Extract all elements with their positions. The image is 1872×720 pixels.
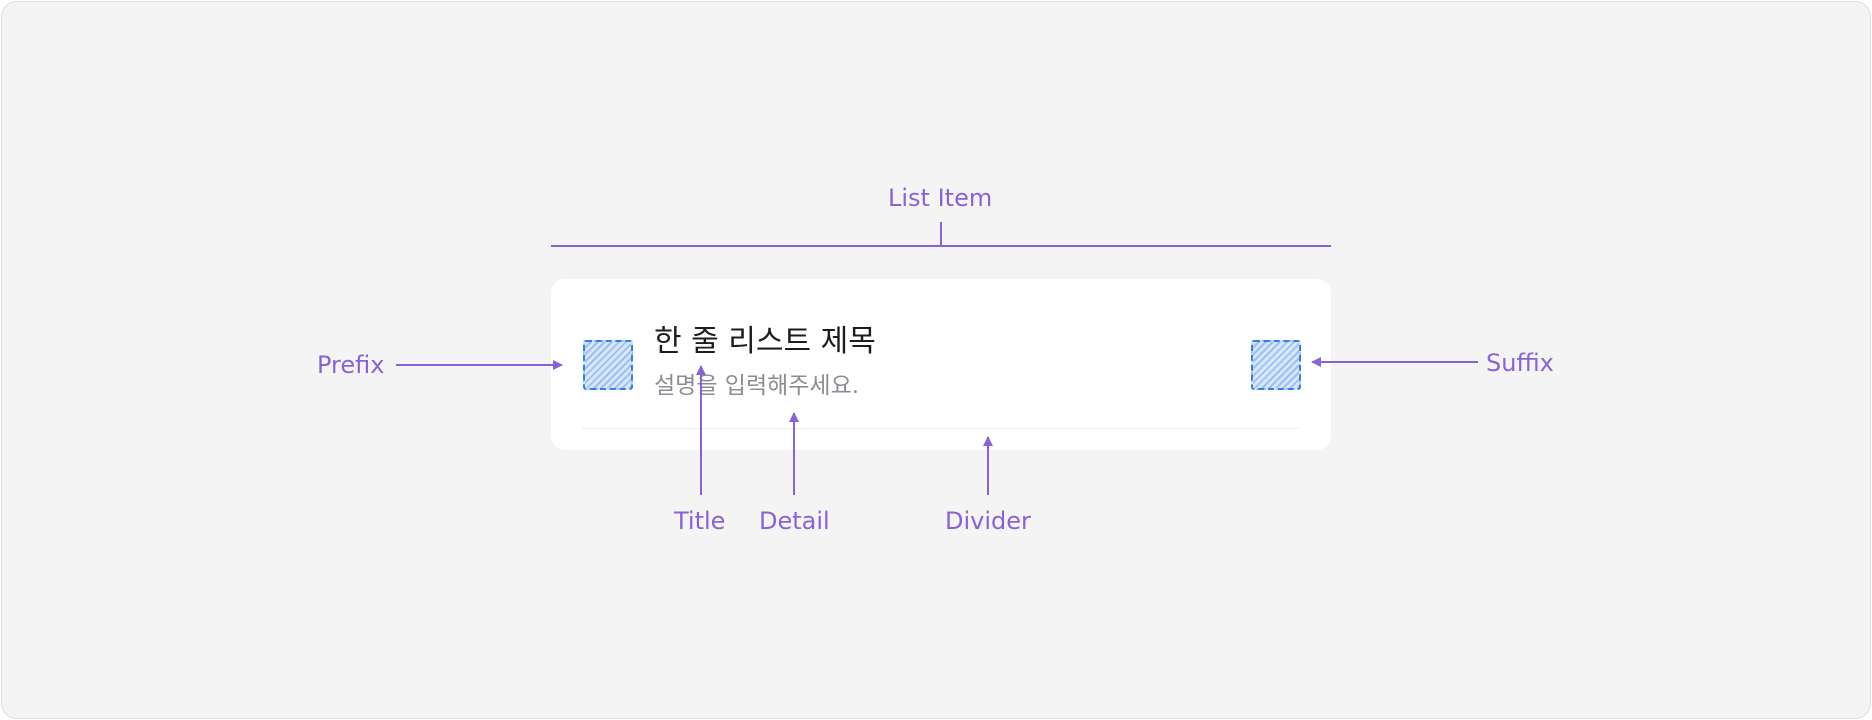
annotation-suffix: Suffix xyxy=(1486,349,1554,377)
list-item-detail: 설명을 입력해주세요. xyxy=(654,373,860,399)
list-item-card xyxy=(551,279,1331,450)
annotation-list-item: List Item xyxy=(888,184,993,212)
suffix-placeholder xyxy=(1251,340,1301,390)
list-item-divider xyxy=(582,428,1299,429)
annotation-prefix: Prefix xyxy=(317,351,385,379)
annotation-title: Title xyxy=(674,507,726,535)
list-item-title: 한 줄 리스트 제목 xyxy=(654,324,876,359)
annotation-detail: Detail xyxy=(759,507,830,535)
annotation-divider: Divider xyxy=(945,507,1031,535)
prefix-placeholder xyxy=(583,340,633,390)
